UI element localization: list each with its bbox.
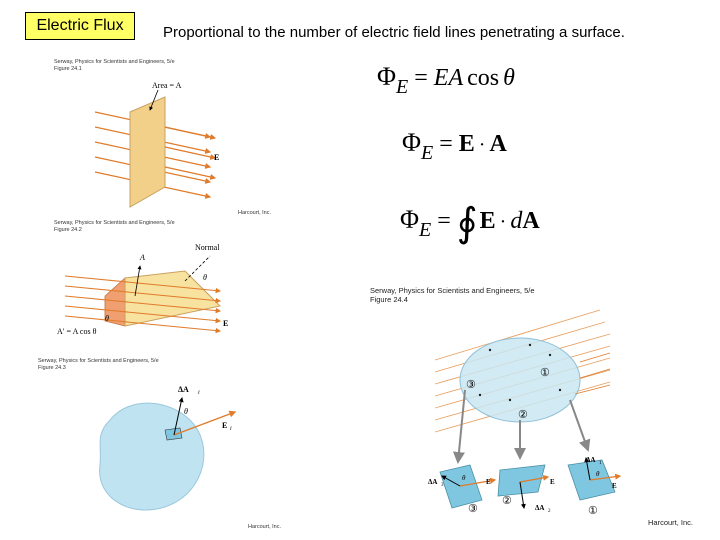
figure3-dA-sub: i [198, 390, 200, 396]
figure1-area-label: Area = A [152, 81, 182, 90]
figure3-field-sub: i [230, 426, 232, 432]
figure1-field-label: E [214, 153, 219, 162]
slide-subtitle: Proportional to the number of electric f… [163, 24, 625, 41]
figure2-theta-label: θ [203, 273, 207, 282]
figure2-projection-label: A′ = A cos θ [57, 327, 97, 336]
figure4-dA3-sub: 3 [441, 483, 444, 488]
figure2-normal-label: Normal [195, 243, 220, 252]
figure4-marker-1: ① [540, 367, 550, 379]
figure4-dA2: ΔA [535, 504, 544, 512]
figure1-diagram: Area = A E [94, 81, 219, 208]
figure1-caption: Serway, Physics for Scientists and Engin… [54, 59, 175, 72]
figure3-publisher: Harcourt, Inc. [248, 524, 282, 530]
figure4-marker-3: ③ [466, 379, 476, 391]
figure4-dA1-sub: 1 [599, 461, 602, 466]
figure4-field1: E [612, 482, 617, 490]
figure2-diagram: Normal A θ θ A′ = A cos θ E [57, 243, 228, 336]
figure4-theta3: θ [462, 474, 466, 482]
figure3-caption: Serway, Physics for Scientists and Engin… [38, 358, 159, 371]
figure4-theta1: θ [596, 470, 600, 478]
equation-flux-integral: ΦE=∮E·dA [400, 200, 540, 245]
figure2-theta2-label: θ [105, 314, 109, 323]
figure1-publisher: Harcourt, Inc. [238, 210, 272, 216]
equation-flux-dot: ΦE=E·A [402, 128, 507, 164]
figure3-dA-label: ΔA [178, 385, 189, 394]
figure3-theta-label: θ [184, 407, 188, 416]
figure4-field2: E [550, 478, 555, 486]
figure4-dA2-sub: 2 [548, 509, 551, 514]
figure4-marker-2: ② [518, 409, 528, 421]
figure4-publisher: Harcourt, Inc. [648, 518, 694, 527]
figure4-dA3: ΔA [428, 478, 437, 486]
figure4-patch2-marker: ② [502, 495, 512, 507]
figure4-dA1: ΔA [586, 456, 595, 464]
figure4-caption: Serway, Physics for Scientists and Engin… [370, 286, 535, 304]
figure3-field-label: E [222, 421, 227, 430]
figure2-caption: Serway, Physics for Scientists and Engin… [54, 220, 175, 233]
figure4-diagram: ③ ② ① ΔA 3 θ E ③ E ② ΔA 2 ΔA 1 θ E ① [428, 309, 622, 517]
figure4-patch1-marker: ① [588, 505, 598, 517]
slide-title: Electric Flux [25, 12, 135, 40]
figure4-field3: E [486, 478, 491, 486]
figure4-patch3-marker: ③ [468, 503, 478, 515]
equation-flux-cos: ΦE=EA cos θ [377, 62, 515, 98]
figure2-field-label: E [223, 319, 228, 328]
figure2-area-label: A [139, 253, 145, 262]
figure3-diagram: ΔA i θ E i [99, 385, 237, 511]
